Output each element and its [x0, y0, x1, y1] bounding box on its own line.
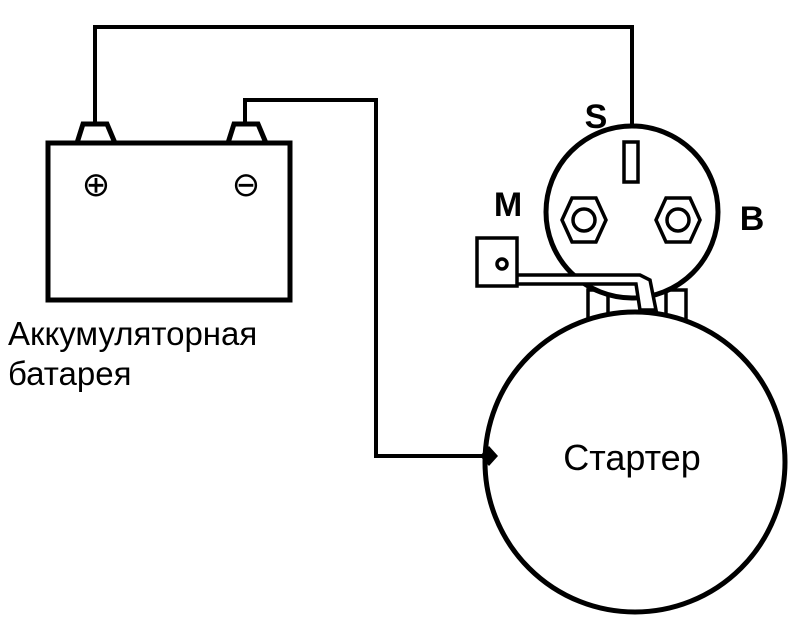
starter-label: Стартер — [563, 437, 700, 478]
terminal-m-hole — [495, 257, 509, 271]
terminal-s-connector — [622, 140, 640, 184]
solenoid — [475, 123, 721, 312]
battery-label-line2: батарея — [8, 355, 131, 392]
wire-positive-to-s — [93, 25, 634, 140]
starter-body — [482, 309, 788, 615]
battery: ⊕ ⊖ — [45, 121, 293, 303]
terminal-m-label: M — [494, 186, 522, 224]
wire-negative-to-starter — [243, 98, 489, 458]
starter-motor: Стартер — [482, 309, 788, 615]
terminal-b-nut — [654, 196, 702, 244]
terminal-b-label: B — [740, 200, 765, 238]
junction-dot — [480, 446, 498, 466]
battery-negative-post — [224, 121, 270, 146]
battery-negative-symbol: ⊖ — [232, 166, 261, 204]
solenoid-body — [543, 123, 721, 301]
battery-positive-symbol: ⊕ — [82, 166, 111, 204]
terminal-s-label: S — [585, 98, 608, 136]
battery-positive-post — [73, 121, 119, 146]
battery-label-line1: Аккумуляторная — [8, 315, 257, 352]
battery-body — [45, 140, 293, 303]
terminal-m-nut — [560, 196, 608, 244]
